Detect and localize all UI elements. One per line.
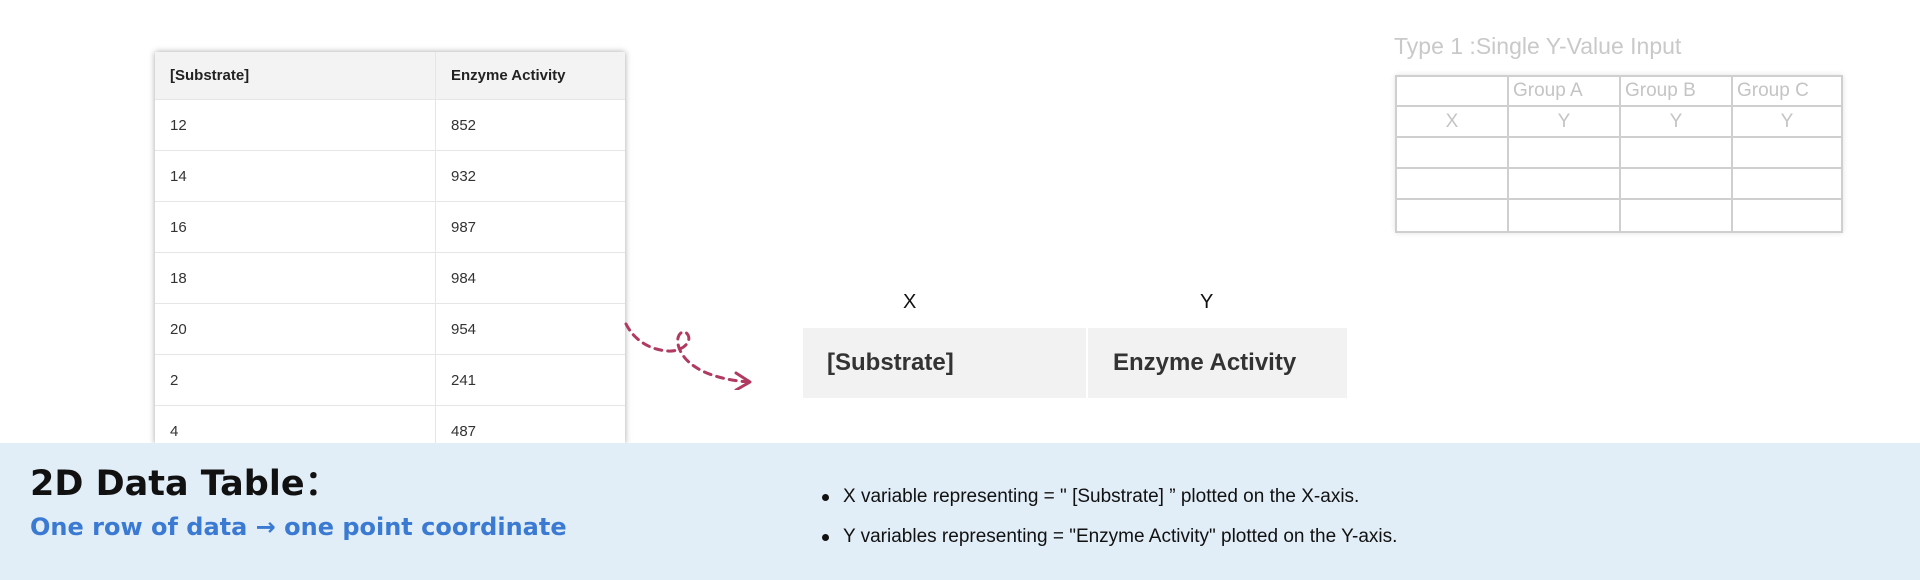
type1-empty-cell [1621,138,1733,167]
cell-activity: 487 [451,422,477,440]
type1-empty-cell [1733,200,1841,231]
x-axis-letter: X [903,291,917,313]
cell-activity: 932 [451,167,477,185]
type1-empty-row [1397,200,1841,231]
header-preview: [Substrate] Enzyme Activity [803,328,1347,398]
bullet-item: Y variables representing = "Enzyme Activ… [822,517,1397,557]
preview-x-header: [Substrate] [803,328,1088,398]
type1-empty-row [1397,138,1841,169]
type1-empty-row [1397,169,1841,200]
type1-empty-cell [1733,169,1841,198]
data-table-header-row: [Substrate] Enzyme Activity [155,52,625,100]
type1-title: Type 1 :Single Y-Value Input [1394,33,1682,59]
y-axis-letter: Y [1200,291,1214,313]
type1-xy-header-row: X Y Y Y [1397,107,1841,138]
bullet-item: X variable representing = " [Substrate] … [822,477,1397,517]
type1-empty-cell [1733,138,1841,167]
type1-group-header: Group B [1621,77,1733,105]
type1-empty-cell [1621,200,1733,231]
cell-substrate: 20 [155,304,436,354]
type1-empty-cell [1397,200,1509,231]
explanation-band: 2D Data Table： One row of data → one poi… [0,443,1920,580]
type1-table: Group A Group B Group C X Y Y Y [1395,75,1843,233]
bullet-dot-icon [822,493,829,501]
type1-empty-cell [1397,169,1509,198]
cell-substrate: 18 [155,253,436,303]
type1-group-header-row: Group A Group B Group C [1397,77,1841,107]
type1-empty-cell [1509,200,1621,231]
cell-activity: 241 [451,371,477,389]
cell-activity: 987 [451,218,477,236]
cell-substrate: 16 [155,202,436,252]
table-row: 14 932 [155,151,625,202]
band-title: 2D Data Table： [30,464,340,504]
cell-substrate: 4 [155,406,436,444]
table-row: 12 852 [155,100,625,151]
header-substrate: [Substrate] [155,52,436,99]
type1-empty-cell [1509,169,1621,198]
cell-substrate: 2 [155,355,436,405]
table-row: 16 987 [155,202,625,253]
type1-sub-header: Y [1621,107,1733,136]
band-subtitle: One row of data → one point coordinate [30,513,567,541]
type1-group-header: Group A [1509,77,1621,105]
type1-empty-cell [1509,138,1621,167]
cell-substrate: 14 [155,151,436,201]
type1-sub-header: Y [1509,107,1621,136]
bullet-text: X variable representing = " [Substrate] … [843,486,1360,507]
type1-group-header [1397,77,1509,105]
table-row: 18 984 [155,253,625,304]
bullet-text: Y variables representing = "Enzyme Activ… [843,526,1398,547]
bullet-list: X variable representing = " [Substrate] … [822,477,1397,557]
cell-activity: 852 [451,116,477,134]
type1-empty-cell [1397,138,1509,167]
data-table: [Substrate] Enzyme Activity 12 852 14 93… [155,52,625,444]
cell-activity: 984 [451,269,477,287]
type1-group-header: Group C [1737,80,1809,101]
cell-activity: 954 [451,320,477,338]
table-row: 20 954 [155,304,625,355]
type1-sub-header: X [1397,107,1509,136]
dashed-curved-arrow-icon [624,322,752,390]
preview-y-header: Enzyme Activity [1113,349,1297,376]
cell-substrate: 12 [155,100,436,150]
table-row: 4 487 [155,406,625,444]
type1-sub-header: Y [1780,110,1794,132]
table-row: 2 241 [155,355,625,406]
header-enzyme-activity: Enzyme Activity [451,67,566,84]
type1-empty-cell [1621,169,1733,198]
bullet-dot-icon [822,533,829,541]
